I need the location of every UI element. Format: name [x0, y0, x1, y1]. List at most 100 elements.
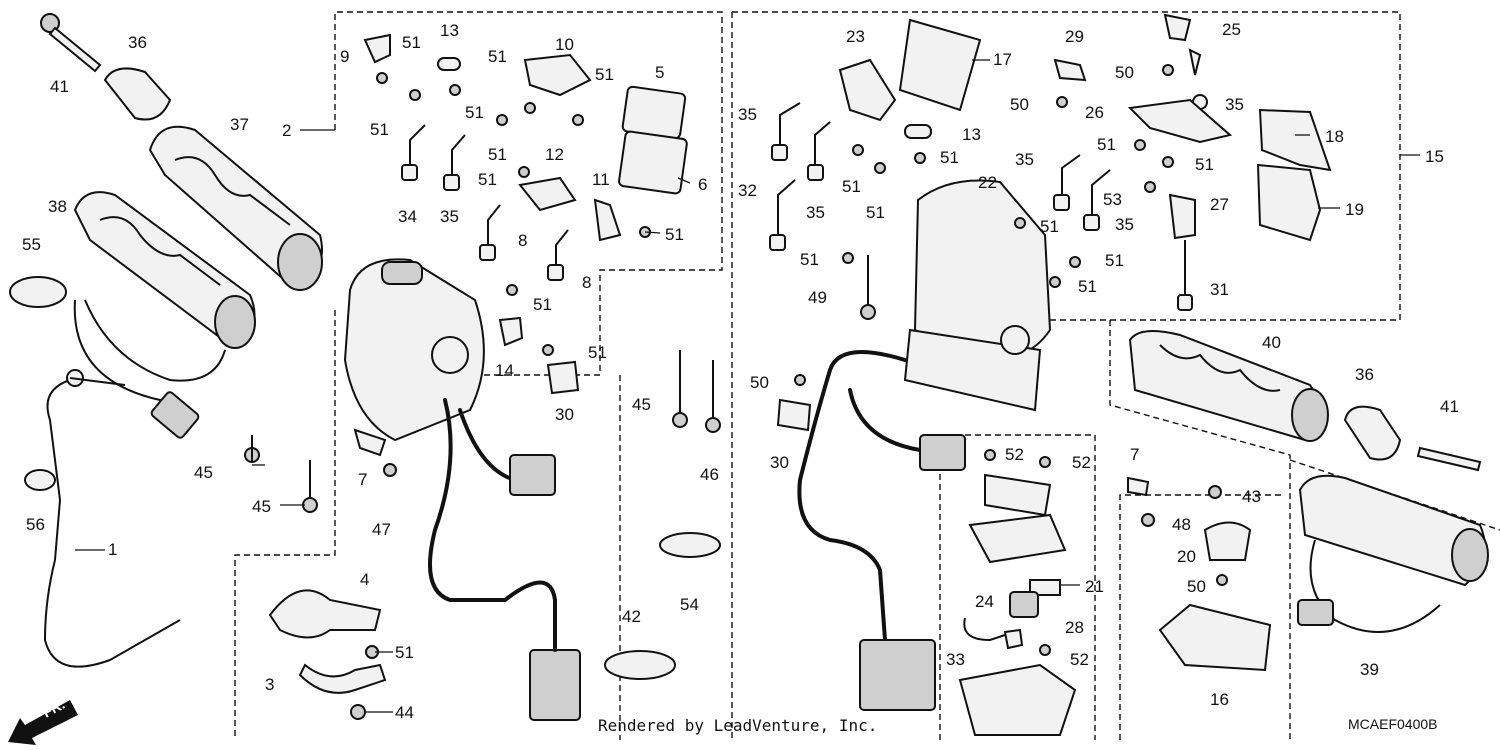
screw-50a [794, 374, 806, 386]
callout-35e: 35 [1015, 150, 1034, 169]
throttle-cable-1 [43, 379, 181, 668]
left-switch-group [244, 258, 581, 721]
screw-52c [1039, 644, 1051, 656]
assembly-frames [234, 11, 1500, 740]
callout-47: 47 [372, 520, 391, 539]
screw-53 [1144, 181, 1156, 193]
frame-left-lower [234, 310, 336, 740]
grip-38-wire-2 [73, 299, 181, 431]
callout-51o: 51 [800, 250, 819, 269]
callout-52c: 52 [1070, 650, 1089, 669]
connector-8b [547, 264, 564, 281]
callout-3: 3 [265, 675, 274, 694]
bolt-44 [350, 704, 366, 720]
callout-51m: 51 [866, 203, 885, 222]
callout-50c: 50 [1115, 63, 1134, 82]
callout-labels: 41 36 37 38 55 56 1 2 45 45 7 47 4 51 3 … [22, 20, 1459, 722]
grip-38-end [214, 295, 256, 349]
callout-4: 4 [360, 570, 369, 589]
screw-51-12 [518, 166, 530, 178]
bolt-41-shaft [48, 26, 102, 73]
switch-27 [1168, 193, 1196, 240]
callout-50a: 50 [750, 373, 769, 392]
callout-53: 53 [1103, 190, 1122, 209]
callout-48: 48 [1172, 515, 1191, 534]
render-credit: Rendered by LeadVenture, Inc. [598, 716, 877, 735]
screw-51-a [409, 89, 421, 101]
leader-lines [75, 59, 1420, 713]
cushion-21 [1029, 579, 1061, 596]
diagram-code: MCAEF0400B [1348, 716, 1437, 732]
switch-10 [523, 53, 592, 97]
connector-35b [771, 144, 788, 161]
callout-39: 39 [1360, 660, 1379, 679]
callout-35a: 35 [440, 207, 459, 226]
callout-28: 28 [1065, 618, 1084, 637]
screw-51-l [874, 162, 886, 174]
callout-44: 44 [395, 703, 414, 722]
callout-25: 25 [1222, 20, 1241, 39]
callout-30b: 30 [770, 453, 789, 472]
callout-13a: 13 [440, 21, 459, 40]
right-housing-bore [1000, 325, 1030, 355]
callout-41a: 41 [50, 77, 69, 96]
callout-31: 31 [1210, 280, 1229, 299]
grip-40-pattern [1159, 344, 1281, 392]
bracket-relay [968, 513, 1067, 564]
callout-45a: 45 [194, 463, 213, 482]
grip-40 [1128, 330, 1320, 442]
frame-relay-box [939, 434, 1096, 740]
center-group [604, 350, 812, 680]
lead-35f [1091, 169, 1111, 215]
callout-40: 40 [1262, 333, 1281, 352]
callout-27: 27 [1210, 195, 1229, 214]
callout-22: 22 [978, 173, 997, 192]
callout-26: 26 [1085, 103, 1104, 122]
screw-51-13 [449, 84, 461, 96]
switch-25-arm [1188, 48, 1202, 76]
callout-46: 46 [700, 465, 719, 484]
callout-7b: 7 [1130, 445, 1139, 464]
callout-19: 19 [1345, 200, 1364, 219]
connector-8a [479, 244, 496, 261]
callout-2: 2 [282, 121, 291, 140]
callout-11: 11 [592, 170, 610, 189]
cover-16 [1158, 603, 1272, 672]
frame-right-switch-assembly [732, 11, 1401, 321]
left-grip-group [8, 13, 323, 745]
lower-right-group [1127, 476, 1272, 672]
connector-32 [769, 234, 786, 251]
callout-32: 32 [738, 181, 757, 200]
callout-6: 6 [698, 175, 707, 194]
lead-8b [555, 229, 569, 265]
band-clamp-55 [9, 276, 67, 308]
screw-51-9 [376, 72, 388, 84]
left-harness-branch [458, 408, 517, 482]
callout-56: 56 [26, 515, 45, 534]
switch-9 [363, 33, 391, 64]
frame-right-grip-area [1109, 320, 1291, 740]
right-switch-harness [797, 350, 907, 642]
callout-51g: 51 [478, 170, 497, 189]
screw-51-10a [524, 102, 536, 114]
bolt-46-head [705, 417, 721, 433]
callout-21: 21 [1085, 577, 1104, 596]
connector-31 [1177, 294, 1193, 311]
cover-6 [618, 130, 688, 195]
connector-34 [401, 164, 418, 181]
callout-41b: 41 [1440, 397, 1459, 416]
callout-49: 49 [808, 288, 827, 307]
callout-12: 12 [545, 145, 564, 164]
callout-37: 37 [230, 115, 249, 134]
holder-4 [268, 589, 382, 639]
callout-9: 9 [340, 47, 349, 66]
callout-43: 43 [1242, 487, 1261, 506]
frame-left-switch-assembly [334, 11, 723, 376]
grip-37-pattern [174, 156, 291, 226]
bolt-45c-head [672, 412, 688, 428]
left-switch-harness [428, 398, 557, 602]
callout-51r: 51 [1097, 135, 1116, 154]
callout-36b: 36 [1355, 365, 1374, 384]
callout-5: 5 [655, 63, 664, 82]
